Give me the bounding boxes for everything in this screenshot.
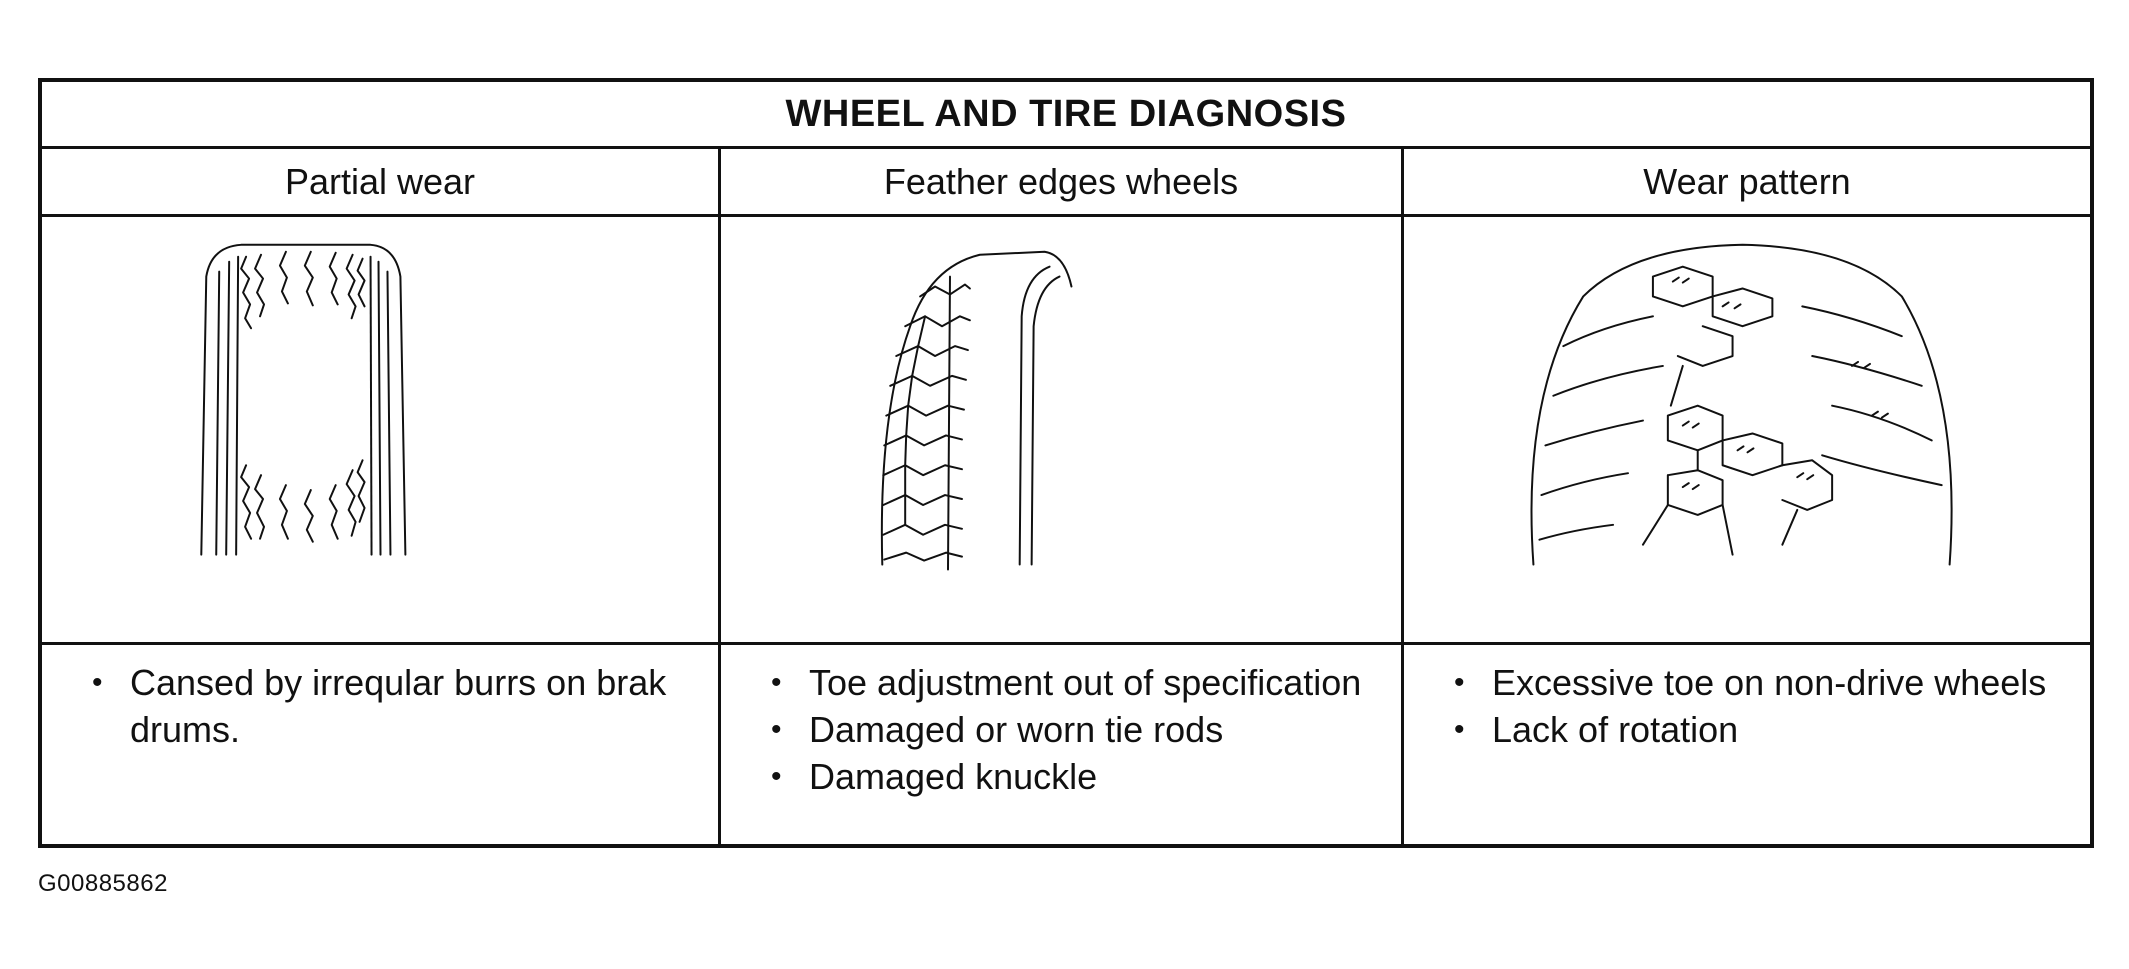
figure-code: G00885862 <box>38 870 168 897</box>
column-header: Partial wear <box>42 149 718 217</box>
note-item: Damaged or worn tie rods <box>771 706 1381 753</box>
notes-cell: Toe adjustment out of specification Dama… <box>721 645 1401 844</box>
column-wear-pattern: Wear pattern <box>1404 149 2090 844</box>
notes-cell: Excessive toe on non-drive wheels Lack o… <box>1404 645 2090 844</box>
note-item: Toe adjustment out of specification <box>771 659 1381 706</box>
figure-cell <box>42 217 718 645</box>
diagnosis-table: WHEEL AND TIRE DIAGNOSIS Partial wear <box>38 78 2094 848</box>
figure-cell <box>1404 217 2090 645</box>
note-item: Lack of rotation <box>1454 706 2070 753</box>
column-header: Wear pattern <box>1404 149 2090 217</box>
figure-cell <box>721 217 1401 645</box>
notes-list: Cansed by irreqular burrs on brak drums. <box>92 659 698 753</box>
note-item: Excessive toe on non-drive wheels <box>1454 659 2070 706</box>
feather-edge-tire-icon <box>880 250 1073 571</box>
wear-pattern-tire-icon <box>1530 243 1953 566</box>
notes-list: Excessive toe on non-drive wheels Lack o… <box>1454 659 2070 753</box>
partial-wear-tire-icon <box>200 243 407 556</box>
column-header: Feather edges wheels <box>721 149 1401 217</box>
notes-list: Toe adjustment out of specification Dama… <box>771 659 1381 800</box>
notes-cell: Cansed by irreqular burrs on brak drums. <box>42 645 718 844</box>
column-feather-edges: Feather edges wheels <box>721 149 1404 844</box>
note-item: Damaged knuckle <box>771 753 1381 800</box>
note-item: Cansed by irreqular burrs on brak drums. <box>92 659 698 753</box>
column-partial-wear: Partial wear <box>42 149 721 844</box>
table-title: WHEEL AND TIRE DIAGNOSIS <box>42 82 2090 149</box>
